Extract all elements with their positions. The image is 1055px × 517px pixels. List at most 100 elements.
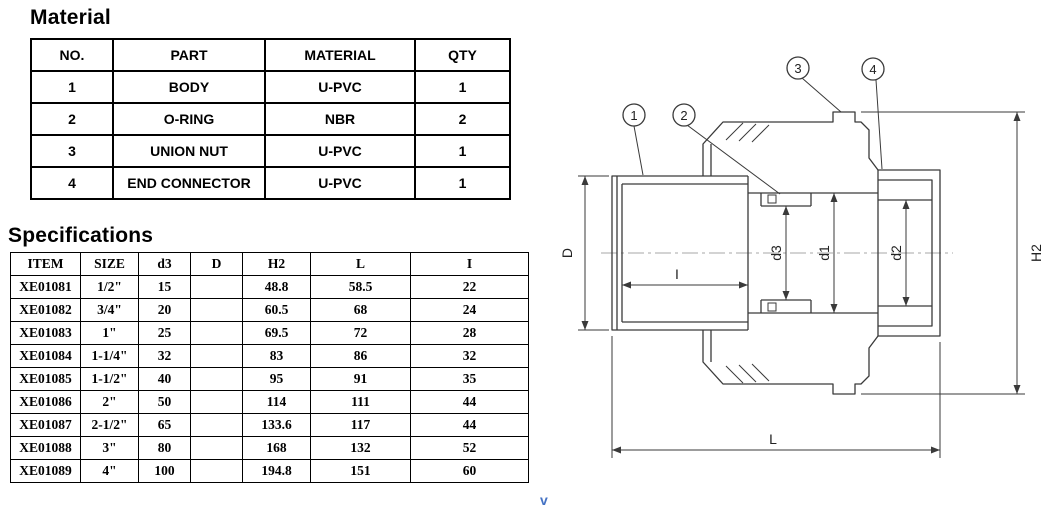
column-header: NO. [30, 38, 114, 72]
table-cell: 40 [138, 367, 191, 391]
table-cell [190, 436, 243, 460]
table-cell: 32 [410, 344, 529, 368]
table-cell: 25 [138, 321, 191, 345]
table-cell: 114 [242, 390, 311, 414]
balloon-2-label: 2 [680, 108, 687, 123]
table-cell [190, 459, 243, 483]
table-cell: 1/2" [80, 275, 139, 299]
technical-drawing: D I d3 d1 d2 [559, 8, 1044, 508]
o-ring-top [767, 194, 777, 204]
specifications-section-title: Specifications [8, 224, 154, 247]
column-header: L [310, 252, 411, 276]
table-cell: 1 [30, 70, 114, 104]
table-cell: 20 [138, 298, 191, 322]
table-cell: 52 [410, 436, 529, 460]
column-header: PART [112, 38, 266, 72]
table-cell: 1 [414, 70, 511, 104]
table-cell: 3/4" [80, 298, 139, 322]
stray-mark: v [540, 492, 548, 508]
table-cell: 80 [138, 436, 191, 460]
dimension-D: D [559, 176, 609, 330]
table-cell: U-PVC [264, 166, 416, 200]
table-cell: 1 [414, 134, 511, 168]
table-cell: XE01087 [10, 413, 81, 437]
table-cell: 65 [138, 413, 191, 437]
table-cell: 69.5 [242, 321, 311, 345]
dim-label-d3: d3 [768, 245, 784, 261]
table-cell: 168 [242, 436, 311, 460]
table-cell: 1" [80, 321, 139, 345]
column-header: D [190, 252, 243, 276]
table-cell: XE01088 [10, 436, 81, 460]
table-cell: XE01081 [10, 275, 81, 299]
table-cell: 2 [30, 102, 114, 136]
column-header: d3 [138, 252, 191, 276]
table-cell: 83 [242, 344, 311, 368]
table-cell: 24 [410, 298, 529, 322]
table-cell: 2 [414, 102, 511, 136]
table-cell: BODY [112, 70, 266, 104]
dim-label-H2: H2 [1028, 244, 1044, 262]
table-cell [190, 413, 243, 437]
balloon-3 [787, 57, 809, 79]
table-cell [190, 344, 243, 368]
dimension-L: L [612, 336, 940, 458]
table-cell: 133.6 [242, 413, 311, 437]
table-cell: END CONNECTOR [112, 166, 266, 200]
balloon-1 [623, 104, 645, 126]
table-cell: XE01089 [10, 459, 81, 483]
table-cell: 1 [414, 166, 511, 200]
table-cell [190, 321, 243, 345]
table-cell: 4" [80, 459, 139, 483]
table-cell [190, 275, 243, 299]
dim-label-d2: d2 [888, 245, 904, 261]
table-cell: XE01085 [10, 367, 81, 391]
dimensions: D I d3 d1 d2 [559, 112, 1044, 458]
balloon-1-label: 1 [630, 108, 637, 123]
table-cell: XE01082 [10, 298, 81, 322]
table-cell: 60 [410, 459, 529, 483]
table-cell: 2" [80, 390, 139, 414]
table-cell: U-PVC [264, 134, 416, 168]
table-cell: XE01084 [10, 344, 81, 368]
dimension-I: I [622, 266, 748, 289]
callout-balloons: 1 2 3 4 [623, 57, 884, 194]
table-cell: 3 [30, 134, 114, 168]
table-cell [190, 298, 243, 322]
table-cell: 111 [310, 390, 411, 414]
dimension-d2: d2 [888, 200, 910, 306]
table-cell: 132 [310, 436, 411, 460]
table-cell: 22 [410, 275, 529, 299]
table-cell: 4 [30, 166, 114, 200]
table-cell: 35 [410, 367, 529, 391]
column-header: SIZE [80, 252, 139, 276]
table-cell: 95 [242, 367, 311, 391]
table-cell: UNION NUT [112, 134, 266, 168]
dimension-H2: H2 [861, 112, 1044, 394]
dimension-d3: d3 [768, 206, 790, 300]
balloon-4 [862, 58, 884, 80]
table-cell: 58.5 [310, 275, 411, 299]
table-cell: 28 [410, 321, 529, 345]
table-cell: 194.8 [242, 459, 311, 483]
table-cell: 91 [310, 367, 411, 391]
table-cell: 1-1/4" [80, 344, 139, 368]
table-cell: NBR [264, 102, 416, 136]
table-cell: 15 [138, 275, 191, 299]
balloon-leader-lines [634, 78, 882, 194]
table-cell: 100 [138, 459, 191, 483]
balloon-2 [673, 104, 695, 126]
